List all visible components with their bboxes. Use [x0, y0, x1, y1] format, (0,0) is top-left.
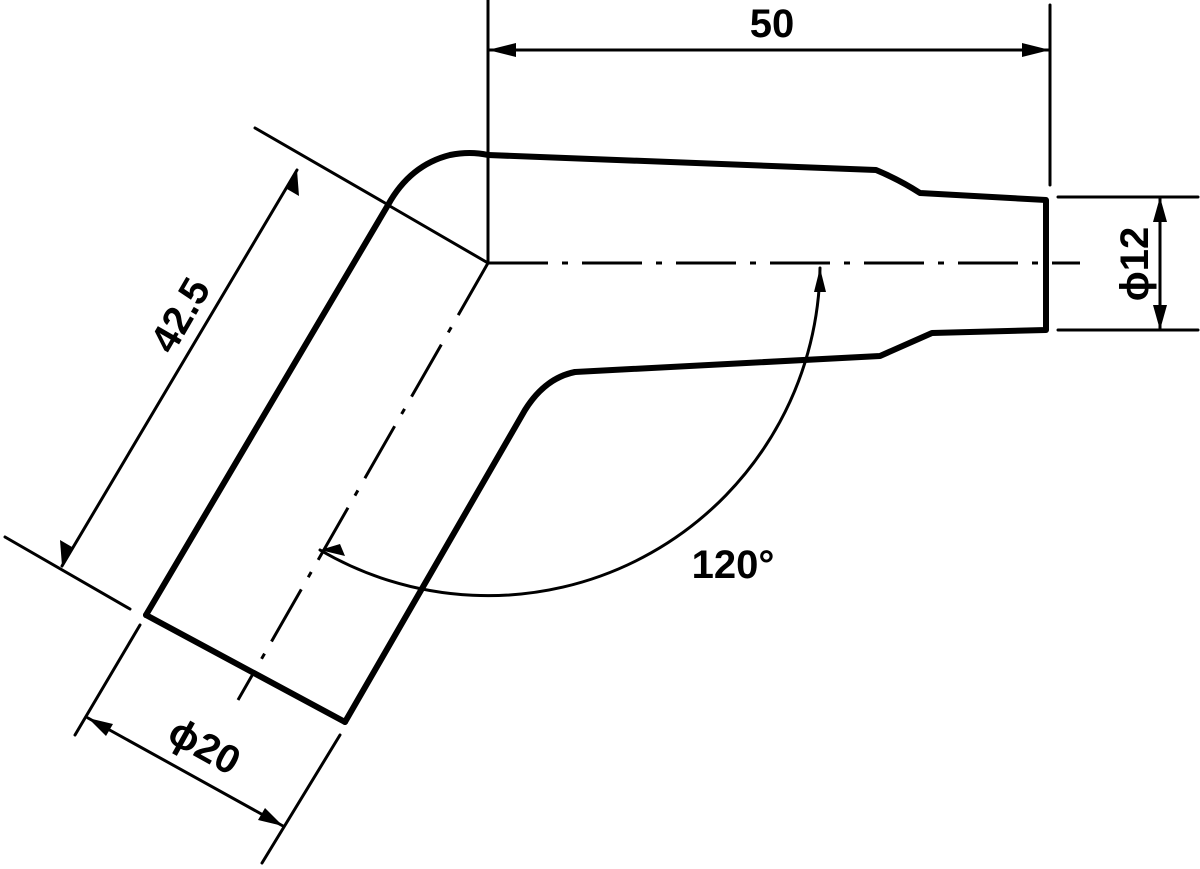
- arc-arrow-head-start: [814, 268, 826, 292]
- center-lines: [236, 261, 1080, 701]
- arrow-head-right-end: [258, 808, 283, 826]
- dimension-line-phi20: [86, 716, 285, 828]
- arc-arrow-head-end: [320, 544, 345, 556]
- dimension-50: 50: [486, 0, 1052, 187]
- extension-line-right-end: [260, 733, 342, 865]
- angle-arc: [318, 266, 822, 598]
- dimension-line-42-5: [60, 168, 299, 568]
- outer-bend-edge: [143, 150, 491, 618]
- part-outline: [143, 150, 1049, 725]
- dimension-label-50: 50: [750, 2, 795, 46]
- dimension-phi20: ϕ20: [73, 623, 342, 865]
- dimension-label-phi12: ϕ12: [1113, 227, 1157, 301]
- arrow-head-upper: [287, 170, 299, 196]
- extension-line-left-end: [73, 623, 142, 737]
- angled-center-line: [236, 262, 490, 701]
- extension-line-upper: [253, 126, 387, 205]
- inner-bend-edge: [342, 369, 578, 725]
- arrow-head-top: [1153, 197, 1167, 222]
- dimension-label-42-5: 42.5: [142, 271, 219, 360]
- straight-section-top-edge: [485, 152, 1049, 375]
- arrow-head-left: [488, 43, 516, 57]
- angle-dimension-120: 120°: [318, 266, 826, 598]
- arrow-head-lower: [60, 540, 72, 566]
- dimension-phi12: ϕ12: [1056, 195, 1200, 332]
- angled-leg-end-face: [143, 612, 348, 725]
- arrow-head-right: [1022, 43, 1050, 57]
- arrow-head-left-end: [88, 718, 113, 736]
- angle-label-120: 120°: [692, 543, 775, 587]
- arrow-head-bottom: [1153, 305, 1167, 330]
- extension-line-lower: [3, 535, 132, 611]
- dimension-label-phi20: ϕ20: [161, 709, 247, 784]
- bend-diagonal-line: [386, 203, 490, 265]
